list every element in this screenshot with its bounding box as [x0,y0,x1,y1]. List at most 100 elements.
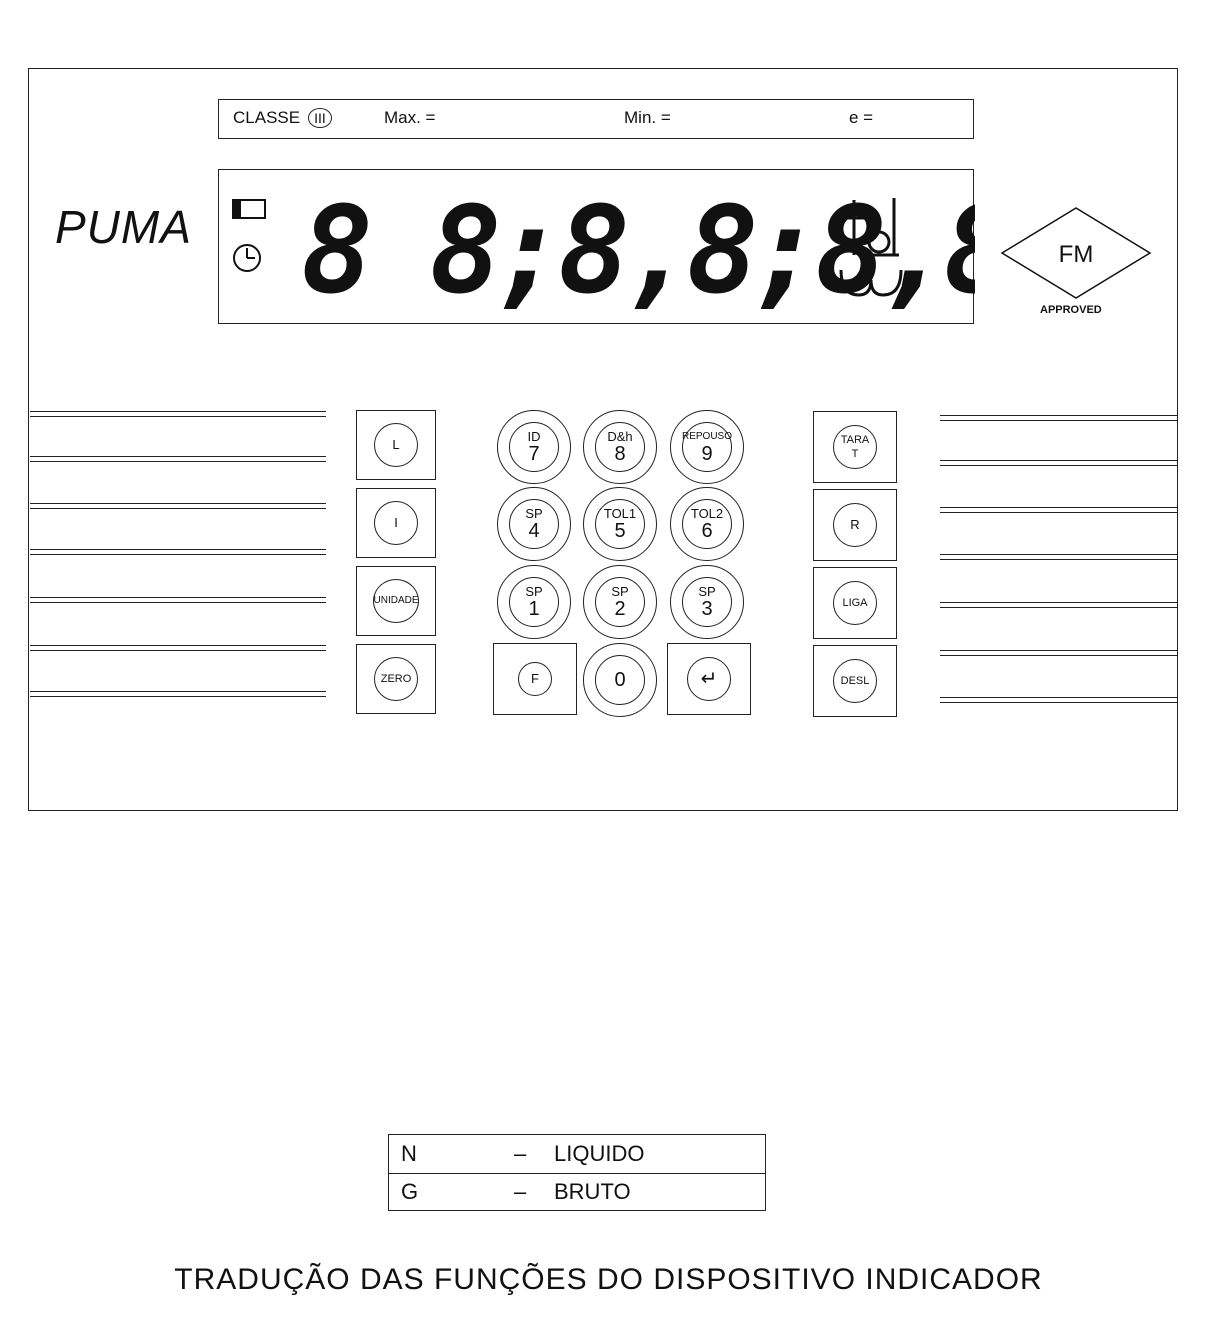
legend-table: N – LIQUIDO G – BRUTO [388,1134,766,1211]
deco-line [940,507,1178,508]
deco-line [940,559,1178,560]
key-desl-label: DESL [833,659,877,703]
deco-line [940,460,1178,461]
key-unidade-label: UNIDADE [373,579,419,623]
key-number: 2 [614,598,626,620]
deco-line [30,416,326,417]
legend-code: N [401,1141,417,1166]
legend-row: N – LIQUIDO [389,1135,765,1174]
key-zero-label: ZERO [374,657,418,701]
key-label: TOL2 [690,506,724,521]
display-glyphs: 8 8;8,8;8,8 [232,182,975,321]
deco-line [940,655,1178,656]
key-label: D&h [607,429,633,444]
legend-desc: LIQUIDO [554,1141,645,1166]
key-l-label: L [374,423,418,467]
deco-line [940,602,1178,603]
deco-line [30,549,326,550]
key-l[interactable]: L [356,410,436,480]
key-f[interactable]: F [493,643,577,715]
key-number: 5 [614,520,626,542]
e-label: e = [849,108,874,127]
key-number: 9 [701,443,713,465]
deco-line [30,456,326,457]
key-tara-label: TARA [840,434,870,446]
deco-line [940,607,1178,608]
fm-mark: FM [1059,241,1094,268]
deco-line [30,696,326,697]
deco-line [30,650,326,651]
deco-line [30,554,326,555]
figure-caption: TRADUÇÃO DAS FUNÇÕES DO DISPOSITIVO INDI… [174,1263,1043,1296]
deco-line [940,465,1178,466]
key-label: SP [525,506,543,521]
key-number: 3 [701,598,713,620]
battery-icon [232,199,266,219]
key-number: 1 [528,598,540,620]
key-label: SP [698,584,716,599]
deco-line [30,508,326,509]
deco-line [30,411,326,412]
deco-line [940,415,1178,416]
legend-desc: BRUTO [554,1179,631,1204]
key-enter[interactable]: ↵ [667,643,751,715]
deco-line [940,702,1178,703]
key-tara-sub: T [851,448,859,460]
key-number: 7 [528,443,540,465]
deco-line [30,602,326,603]
max-label: Max. = [384,108,436,127]
seven-segment-digits: 8 8;8,8;8,8 [301,182,975,321]
deco-line [30,461,326,462]
deco-line [940,650,1178,651]
key-tara[interactable]: TARA T [813,411,897,483]
deco-line [940,697,1178,698]
key-r-label: R [833,503,877,547]
key-number: 8 [614,443,626,465]
classe-value: III [308,108,332,128]
key-number: 6 [701,520,713,542]
key-label: ID [527,429,541,444]
brand-logo: PUMA [55,201,192,253]
key-r[interactable]: R [813,489,897,561]
legend-dash: – [514,1179,527,1204]
legend-row: G – BRUTO [389,1173,765,1211]
deco-line [30,645,326,646]
key-desl[interactable]: DESL [813,645,897,717]
key-label: TOL1 [603,506,637,521]
fm-approved-logo: FM [1000,207,1152,299]
min-label: Min. = [624,108,671,127]
key-0[interactable]: 0 [583,643,657,717]
key-label: SP [611,584,629,599]
approved-label: APPROVED [1040,304,1102,316]
key-liga-label: LIGA [833,581,877,625]
deco-line [30,597,326,598]
key-i[interactable]: I [356,488,436,558]
key-liga[interactable]: LIGA [813,567,897,639]
key-unidade[interactable]: UNIDADE [356,566,436,636]
key-label: REPOUSO [682,431,733,442]
key-i-label: I [374,501,418,545]
legend-code: G [401,1179,419,1204]
key-number: 0 [614,669,626,691]
key-f-label: F [518,662,552,696]
deco-line [940,512,1178,513]
deco-line [940,554,1178,555]
enter-icon: ↵ [687,657,731,701]
digit-display: 8 8;8,8;8,8 [218,169,975,324]
key-label: SP [525,584,543,599]
deco-line [30,691,326,692]
key-number: 4 [528,520,540,542]
key-zero[interactable]: ZERO [356,644,436,714]
unit-kg-icon [839,198,903,297]
deco-line [940,420,1178,421]
